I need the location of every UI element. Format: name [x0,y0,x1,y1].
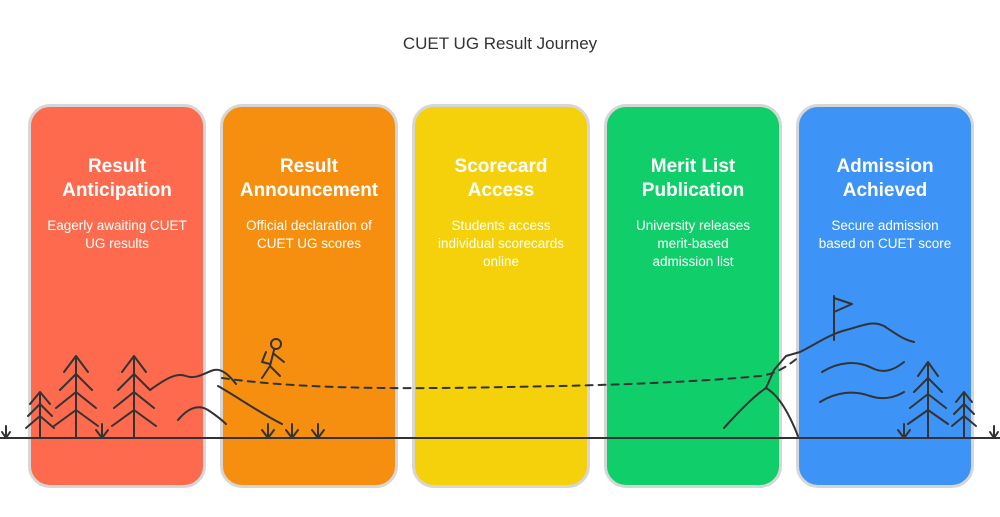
pine-tree-icon [25,391,55,439]
stage-heading: Merit List Publication [641,156,745,201]
stage-description: Secure admission based on CUET score [818,218,952,251]
mountain-icon [217,385,283,425]
stage-description: Eagerly awaiting CUET UG results [47,218,187,251]
stage-description: Students access individual scorecards on… [437,218,565,269]
mountain-icon [177,406,227,425]
stage-card-scorecard: Scorecard Access Students access individ… [412,104,590,488]
grass-icon [95,423,109,439]
grass-icon [1,425,11,439]
stage-card-merit-list: Merit List Publication University releas… [604,104,782,488]
hiker-icon [261,338,285,379]
flag-icon [833,295,853,341]
mountain-icon [149,368,237,391]
mountain-icon [819,391,905,403]
diagram-title: CUET UG Result Journey [402,34,598,53]
stage-description: University releases merit-based admissio… [635,218,751,269]
stage-heading: Admission Achieved [836,156,934,201]
grass-icon [311,423,325,439]
mountain-icon [765,322,915,389]
pine-tree-icon [907,361,949,439]
pine-tree-icon [53,355,99,439]
mountain-icon [821,361,905,373]
stage-description: Official declaration of CUET UG scores [246,218,372,251]
grass-icon [285,423,299,439]
stage-card-admission: Admission Achieved Secure admission base… [796,104,974,488]
pine-tree-icon [951,391,977,439]
stage-card-announcement: Result Announcement Official declaration… [220,104,398,488]
pine-tree-icon [111,355,157,439]
grass-icon [897,423,911,439]
stage-heading: Result Anticipation [62,156,172,201]
grass-icon [989,425,999,439]
mountain-icon [723,387,799,437]
journey-path [221,355,801,390]
stage-heading: Scorecard Access [454,156,548,201]
grass-icon [261,423,275,439]
stage-heading: Result Announcement [239,156,379,201]
